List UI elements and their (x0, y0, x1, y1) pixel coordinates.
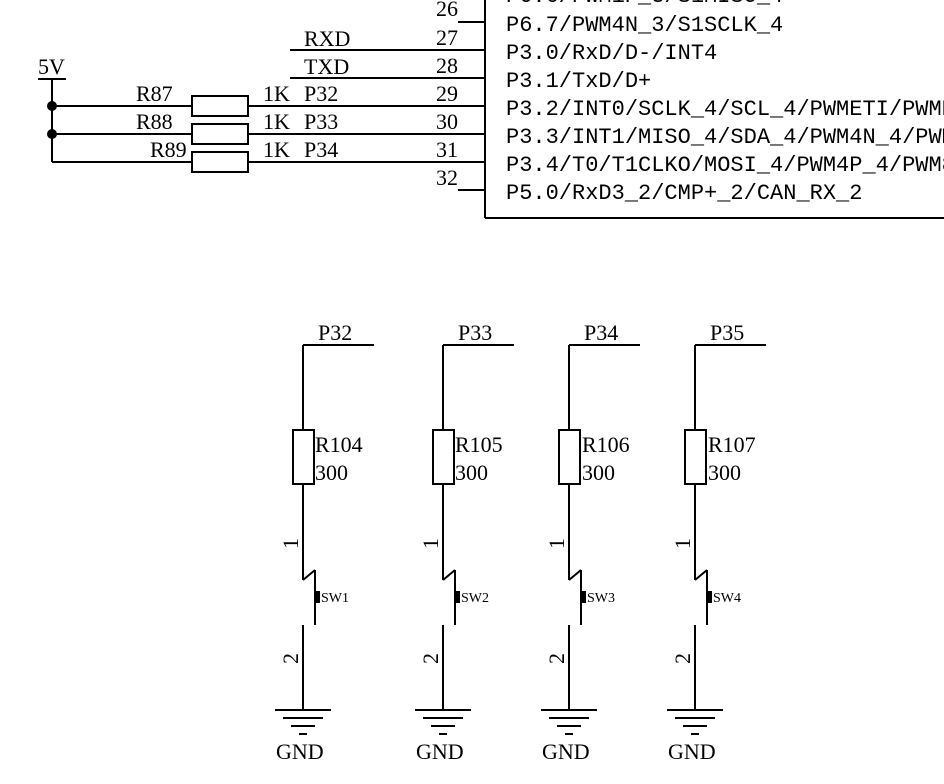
gnd-label: GND (276, 739, 324, 764)
resistor-r88 (191, 123, 249, 145)
pin-number: 28 (436, 53, 458, 78)
pin-label: P3.0/RxD/D-/INT4 (506, 41, 717, 66)
pin-label: P6.6/PWM1P_3/S1MISO_4 (506, 0, 783, 9)
resistor-r87 (191, 95, 249, 117)
pin-number: 31 (436, 137, 458, 162)
resistor-ref: R87 (136, 81, 173, 106)
pin-number: 2 (418, 653, 443, 664)
pin-number: 1 (278, 538, 303, 549)
net-label: P35 (710, 320, 744, 345)
net-label: P32 (318, 320, 352, 345)
resistor-r89 (191, 151, 249, 173)
net-label: P33 (458, 320, 492, 345)
pin-label: P3.2/INT0/SCLK_4/SCL_4/PWMETI/PWMETI2 (506, 97, 944, 122)
switch-ref: SW1 (321, 591, 349, 606)
pin-label: P3.3/INT1/MISO_4/SDA_4/PWM4N_4/PWM7_2 (506, 125, 944, 150)
pin-label: P3.4/T0/T1CLKO/MOSI_4/PWM4P_4/PWM8_2 (506, 153, 944, 178)
button-circuit-3 (541, 344, 640, 735)
resistor-value: 300 (455, 460, 488, 485)
net-label: P32 (304, 81, 338, 106)
resistor-value: 300 (708, 460, 741, 485)
pin-label: P5.0/RxD3_2/CMP+_2/CAN_RX_2 (506, 181, 862, 206)
pin-number: 2 (278, 653, 303, 664)
net-label: P33 (304, 109, 338, 134)
mcu-body (484, 0, 944, 219)
pin-number: 1 (670, 538, 695, 549)
button-circuit-4 (667, 344, 766, 735)
resistor-ref: R107 (708, 432, 756, 457)
net-label-rxd: RXD (304, 26, 350, 51)
pin-label: P3.1/TxD/D+ (506, 69, 651, 94)
resistor-ref: R104 (315, 432, 363, 457)
resistor-value: 300 (582, 460, 615, 485)
switch-ref: SW4 (713, 591, 741, 606)
resistor-value: 1K (263, 109, 290, 134)
resistor-ref: R105 (455, 432, 503, 457)
pin-number: 30 (436, 109, 458, 134)
gnd-label: GND (668, 739, 716, 764)
button-circuit-2 (415, 344, 514, 735)
pin-number: 1 (544, 538, 569, 549)
pin-number: 32 (436, 165, 458, 190)
pin-label: P6.7/PWM4N_3/S1SCLK_4 (506, 13, 783, 38)
switch-ref: SW2 (461, 591, 489, 606)
pin-number: 2 (544, 653, 569, 664)
button-circuit-1 (275, 344, 374, 735)
resistor-value: 1K (263, 81, 290, 106)
net-label: P34 (304, 137, 338, 162)
pin-number: 27 (436, 25, 458, 50)
mcu-pin-stubs (248, 21, 485, 191)
vcc-5v-symbol (38, 78, 192, 163)
pin-number: 29 (436, 81, 458, 106)
vcc-label: 5V (38, 54, 65, 79)
resistor-value: 300 (315, 460, 348, 485)
gnd-label: GND (542, 739, 590, 764)
pin-number: 1 (418, 538, 443, 549)
resistor-value: 1K (263, 137, 290, 162)
pin-number: 26 (436, 0, 458, 21)
resistor-ref: R88 (136, 109, 173, 134)
switch-ref: SW3 (587, 591, 615, 606)
net-label: P34 (584, 320, 618, 345)
net-label-txd: TXD (304, 54, 349, 79)
resistor-ref: R106 (582, 432, 630, 457)
pin-number: 2 (670, 653, 695, 664)
resistor-ref: R89 (150, 137, 187, 162)
gnd-label: GND (416, 739, 464, 764)
